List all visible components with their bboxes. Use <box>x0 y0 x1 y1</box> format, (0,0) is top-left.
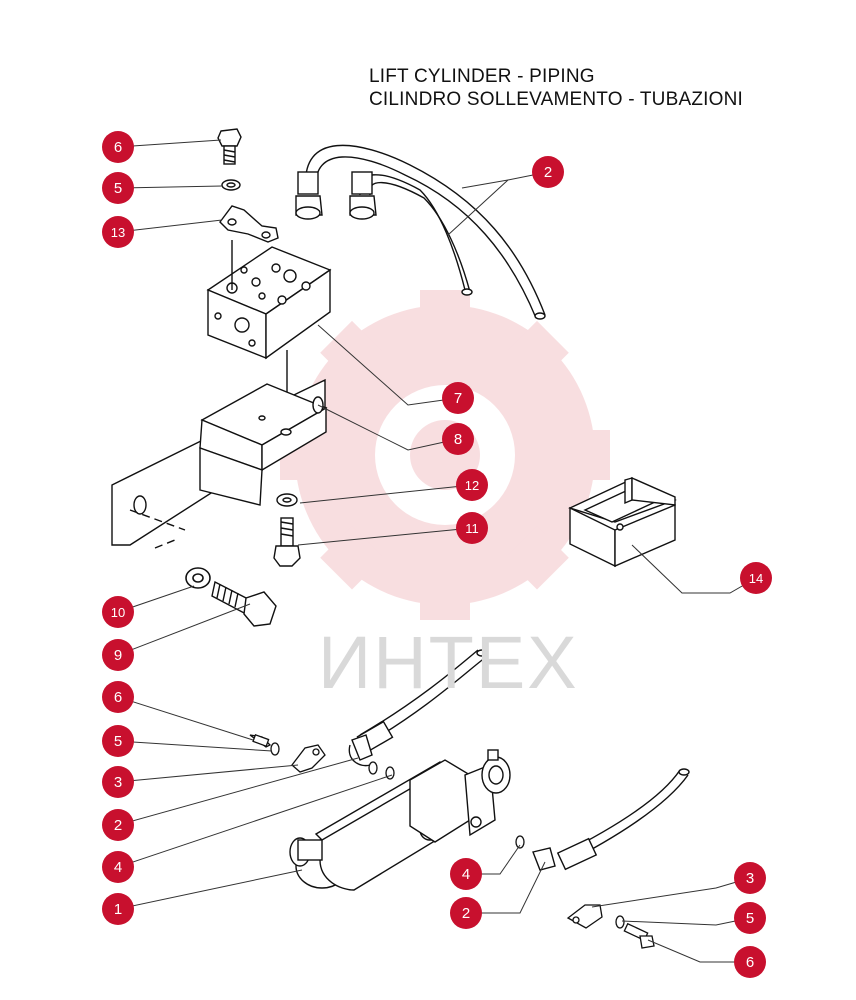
callout-c3-right: 3 <box>734 862 766 894</box>
callout-number: 6 <box>114 139 122 156</box>
washer-middle <box>270 742 280 756</box>
callout-number: 2 <box>462 905 470 922</box>
diagram-title-english: LIFT CYLINDER - PIPING <box>369 66 595 87</box>
callout-c13: 13 <box>102 216 134 248</box>
callout-c4-left: 4 <box>102 851 134 883</box>
watermark-gear-logo <box>280 290 610 620</box>
callout-number: 7 <box>454 390 462 407</box>
callout-badge <box>734 862 766 894</box>
callout-number: 10 <box>111 605 125 620</box>
leader-lines <box>117 139 757 963</box>
callout-c5-mid: 5 <box>102 725 134 757</box>
callout-c11: 11 <box>456 512 488 544</box>
callout-badge <box>532 156 564 188</box>
lift-cylinder <box>289 749 511 891</box>
callout-c4-right: 4 <box>450 858 482 890</box>
bolt-middle <box>249 733 272 748</box>
callout-c9: 9 <box>102 639 134 671</box>
callout-c5-top: 5 <box>102 172 134 204</box>
callout-badge <box>102 893 134 925</box>
callout-c8: 8 <box>442 423 474 455</box>
callout-badge <box>450 858 482 890</box>
guard-channel <box>568 476 677 568</box>
washer-12 <box>276 493 298 507</box>
callout-number: 13 <box>111 225 125 240</box>
clamp-middle <box>291 744 326 773</box>
callout-number: 3 <box>114 774 122 791</box>
diagram-title-italian: CILINDRO SOLLEVAMENTO - TUBAZIONI <box>369 89 744 110</box>
callout-c1: 1 <box>102 893 134 925</box>
callout-badge <box>734 946 766 978</box>
callout-badge <box>734 902 766 934</box>
callout-c2-mid: 2 <box>102 809 134 841</box>
callout-number: 8 <box>454 431 462 448</box>
callout-number: 6 <box>114 689 122 706</box>
valve-block <box>206 240 332 430</box>
callout-badge <box>456 469 488 501</box>
callout-number: 9 <box>114 647 122 664</box>
washer-top <box>221 179 241 191</box>
washer-10 <box>185 567 211 589</box>
callout-c5-right: 5 <box>734 902 766 934</box>
watermark-text: ИНТЕХ <box>318 621 579 704</box>
callout-badge <box>740 562 772 594</box>
callout-badge <box>102 596 134 628</box>
callout-badge <box>102 172 134 204</box>
callout-badge <box>102 766 134 798</box>
callout-number: 1 <box>114 901 122 918</box>
callout-c12: 12 <box>456 469 488 501</box>
callout-number: 11 <box>465 521 479 536</box>
callout-badge <box>442 382 474 414</box>
callout-badge <box>102 639 134 671</box>
callout-badge <box>102 131 134 163</box>
bolt-9 <box>211 580 277 627</box>
bolt-top <box>217 128 242 165</box>
callout-number: 5 <box>114 180 122 197</box>
clamp-right <box>566 904 655 949</box>
callout-c3-mid: 3 <box>102 766 134 798</box>
mounting-bracket <box>111 378 328 549</box>
callout-badge <box>450 897 482 929</box>
callout-badge <box>442 423 474 455</box>
hose-middle <box>348 649 488 767</box>
callout-badge <box>102 851 134 883</box>
washer-left <box>368 761 395 780</box>
callout-number: 5 <box>114 733 122 750</box>
callout-c2-right: 2 <box>450 897 482 929</box>
callout-c6-right: 6 <box>734 946 766 978</box>
callout-badge <box>102 681 134 713</box>
pipe-clamp-top <box>219 205 279 243</box>
hose-right <box>532 768 690 871</box>
callout-number: 14 <box>749 571 763 586</box>
callout-number: 6 <box>746 954 754 971</box>
callout-number: 2 <box>544 164 552 181</box>
callout-badge <box>102 809 134 841</box>
callout-c14: 14 <box>740 562 772 594</box>
callout-c6-mid: 6 <box>102 681 134 713</box>
callout-number: 12 <box>465 478 479 493</box>
callout-badge <box>102 216 134 248</box>
callout-number: 4 <box>462 866 470 883</box>
callout-c2-top: 2 <box>532 156 564 188</box>
callout-badge <box>456 512 488 544</box>
hoses-top <box>295 144 546 320</box>
callout-c10: 10 <box>102 596 134 628</box>
callout-number: 5 <box>746 910 754 927</box>
callout-c6-top: 6 <box>102 131 134 163</box>
callout-badge <box>102 725 134 757</box>
callout-number: 2 <box>114 817 122 834</box>
bolt-11 <box>273 517 301 567</box>
callout-number: 4 <box>114 859 122 876</box>
callout-c7: 7 <box>442 382 474 414</box>
washer-right <box>515 835 525 849</box>
callout-number: 3 <box>746 870 754 887</box>
